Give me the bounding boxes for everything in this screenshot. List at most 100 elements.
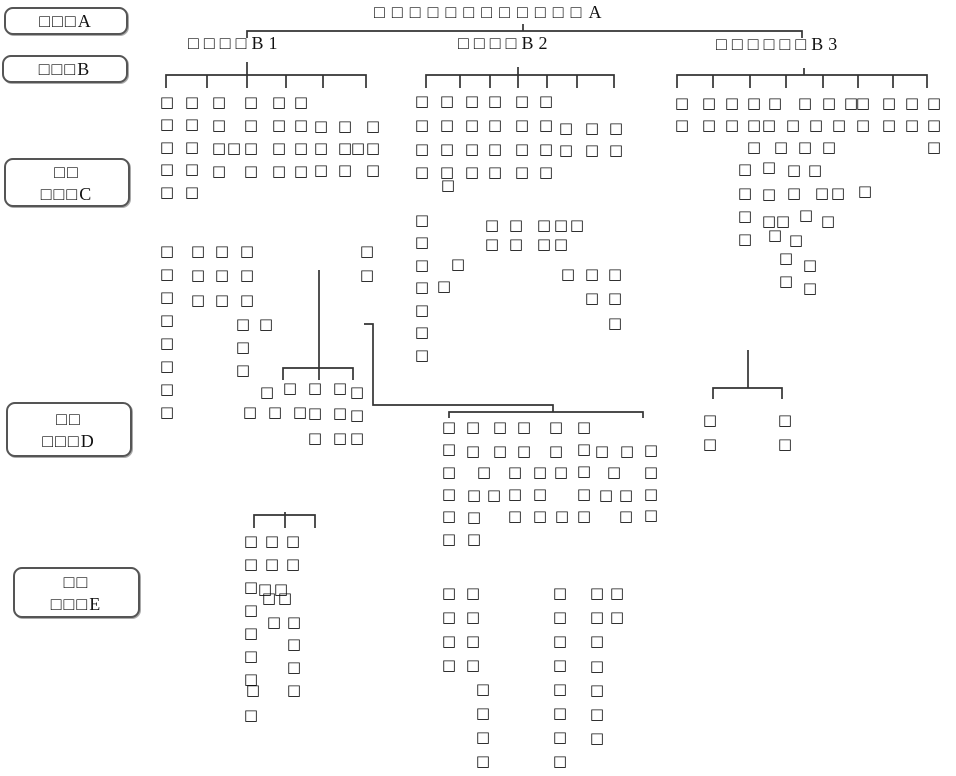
b2-level-c-label: □□□□ [514, 92, 530, 182]
b2-level-d-label: □□ [516, 418, 532, 460]
b2-level-d-label: □ [606, 463, 622, 481]
b2-upper-node-label: □□□ [607, 264, 623, 332]
b2-level-d-label: □ [486, 486, 502, 504]
b3-upper-node-label: □ [814, 184, 830, 202]
goal-node-title: □□□□□□□□□□□□A [374, 2, 609, 22]
b3-level-c-label: □□ [797, 94, 813, 156]
b1-level-e-label: □ [261, 589, 277, 607]
b1-level-d-label: □□□ [190, 241, 206, 309]
b1-level-d-label: □□□ [235, 314, 251, 379]
b1-level-d-label: □□ [359, 242, 375, 284]
b1-level-d-label: □ [258, 315, 274, 333]
b2-level-d-label: □ [553, 463, 569, 481]
b3-level-c-label: □□□ [746, 94, 762, 156]
b2-level-d-label: □□ [618, 485, 634, 525]
b2-level-d-label: □□□□ [643, 441, 659, 525]
b3-upper-node-label: □ [767, 226, 783, 244]
b2-level-d-label: □ [554, 507, 570, 525]
b3-level-c-label: □□□ [926, 94, 942, 156]
b3-level-d-connector [712, 350, 783, 399]
b2-level-c-label: □□ [608, 119, 624, 159]
b3-level-c-label: □□ [881, 94, 897, 134]
b1-level-d-label: □□□□□□□□ [159, 241, 175, 421]
b1-level-e-label: □□ [285, 531, 301, 573]
goal-connector [246, 24, 803, 38]
criterion-b2-title: □□□□B2 [458, 33, 553, 53]
b1-level-d-label: □□□ [307, 378, 323, 447]
b1-level-c-label: □□□□ [211, 92, 227, 180]
b3-upper-node-label: □□ [778, 248, 794, 290]
b1-level-d-label: □ [292, 403, 308, 421]
b1-level-e-label: □□ [264, 531, 280, 573]
b3-level-d-label: □□ [702, 411, 718, 453]
b1-level-c-label: □□□□ [293, 92, 309, 180]
b3-upper-node-label: □□ [786, 160, 802, 202]
criterion-b3-title: □□□□□□B3 [716, 34, 843, 54]
b2-level-c-label: □□□□ [487, 92, 503, 182]
b1-level-d-label: □□□ [214, 241, 230, 309]
b2-upper-node-label: □ [436, 277, 452, 295]
b1-level-e-label: □ [243, 706, 259, 724]
level-c-label-line2: □□□C [40, 183, 94, 204]
b1-level-c-label: □□□□□ [184, 92, 200, 201]
b2-level-e-label: □□□□□□□ [589, 583, 605, 748]
level-d-label-line2: □□□D [42, 430, 96, 451]
b2-upper-node-label: □□□□□□□ [414, 210, 430, 364]
b1-level-d-label: □ [259, 383, 275, 401]
level-b-label-box: □□□B [2, 55, 128, 83]
b1-level-d-label: □ [267, 403, 283, 421]
b2-level-e-label: □□□□ [465, 584, 481, 674]
b2-upper-node-label: □□ [536, 215, 552, 253]
b1-level-c-label: □ [226, 139, 242, 157]
b2-upper-node-label: □□ [484, 215, 500, 253]
b2-level-c-label: □□□□ [464, 92, 480, 182]
b1-level-d-label: □ [242, 403, 258, 421]
b2-upper-node-label: □□ [553, 215, 569, 253]
b2-level-c-label: □□ [584, 119, 600, 159]
b2-level-d-label: □□ [548, 418, 564, 460]
b3-level-c-label: □□ [701, 94, 717, 134]
b3-upper-node-label: □ [798, 206, 814, 224]
b2-level-c-label: □□□□ [538, 92, 554, 182]
b2-level-d-label: □□□ [532, 463, 548, 525]
level-d-label-line1: □□ [56, 408, 82, 429]
b3-level-c-label: □ [831, 116, 847, 134]
b3-level-c-label: □ [767, 94, 783, 112]
b1-level-c-label: □□□□ [243, 92, 259, 180]
b2-bracket [425, 67, 615, 88]
b3-level-d-label: □□ [777, 411, 793, 453]
b3-upper-node-label: □ [807, 161, 823, 179]
b1-level-c-label: □□□□□ [159, 92, 175, 201]
b3-level-c-label: □ [843, 94, 859, 112]
b2-level-d-label: □ [619, 442, 635, 460]
b2-level-c-label: □□□□ [439, 92, 455, 182]
b3-bracket [676, 68, 928, 88]
b2-upper-node-label: □ [569, 215, 585, 234]
b1-level-d-label: □□□ [332, 378, 348, 447]
b3-level-c-label: □ [785, 116, 801, 134]
b2-level-d-label: □□□□□ [576, 417, 592, 525]
b2-upper-node-label: □□ [584, 265, 600, 307]
b1-level-e-label: □□□□□□□ [243, 531, 259, 688]
b1-level-c-label: □□□ [365, 117, 381, 179]
b2-level-d-label: □□□ [507, 463, 523, 525]
level-e-label-box: □□ □□□E [13, 567, 140, 618]
level-a-label: □□□A [39, 11, 93, 31]
b3-level-c-label: □□ [855, 94, 871, 134]
b3-level-c-label: □□ [904, 94, 920, 134]
b2-level-e-label: □□□□□□□□ [552, 584, 568, 770]
b1-level-d-label: □□□ [349, 382, 365, 447]
level-c-label-box: □□ □□□C [4, 158, 130, 207]
b3-upper-node-label: □ [820, 212, 836, 230]
b1-level-d-label: □□□ [239, 241, 255, 309]
b1-level-e-label: □ [277, 589, 293, 607]
level-c-label-line1: □□ [54, 161, 80, 182]
b2-level-d-label: □ [598, 486, 614, 504]
b2-level-d-label: □□ [465, 418, 481, 460]
b3-level-c-label: □□ [724, 94, 740, 134]
b3-level-c-label: □□ [821, 94, 837, 156]
b2-level-e-label: □□□□ [441, 584, 457, 674]
level-e-label-line2: □□□E [50, 593, 103, 614]
